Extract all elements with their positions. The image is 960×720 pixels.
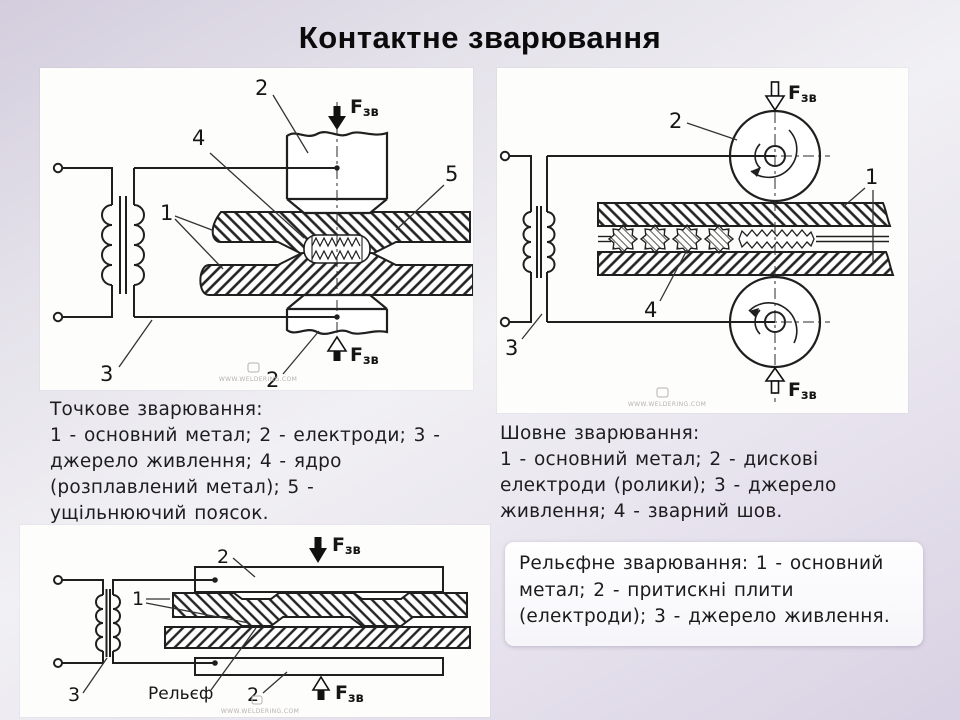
label-1: 1: [132, 588, 144, 610]
upper-press-plate: [194, 566, 444, 593]
caption-line: джерело живлення; 4 - ядро: [50, 451, 342, 472]
caption-line: 1 - основний метал; 2 - електроди; 3 -: [50, 425, 441, 446]
caption-line: живлення; 4 - зварний шов.: [500, 501, 783, 522]
transformer: [52, 162, 145, 323]
weld-force-arrow-bottom: [311, 675, 331, 700]
weld-force-arrow-bottom: [326, 335, 348, 361]
rotation-arrowhead: [751, 167, 761, 177]
relief-welding-diagram-panel: 2 1 3 Рельєф 2 Fзв Fзв WWW.WELDERING.COM: [20, 525, 490, 717]
watermark: WWW.WELDERING.COM: [221, 695, 299, 715]
secondary-wires: [134, 165, 340, 320]
watermark-text: WWW.WELDERING.COM: [221, 708, 299, 715]
weldering-logo-icon: [251, 695, 263, 705]
seam-welding-caption: Шовне зварювання: 1 - основний метал; 2 …: [500, 421, 836, 525]
force-label-bottom: Fзв: [335, 682, 364, 706]
label-3: 3: [68, 684, 80, 706]
label-2-top: 2: [217, 546, 229, 568]
caption-line: Шовне зварювання:: [500, 423, 700, 444]
part-number-labels: 2 4 5 1 3 2 Fзв Fзв: [100, 76, 458, 390]
watermark: WWW.WELDERING.COM: [219, 362, 297, 383]
caption-line: (розплавлений метал); 5 -: [50, 477, 314, 498]
leader-lines: [118, 94, 445, 375]
spot-welding-caption: Точкове зварювання: 1 - основний метал; …: [50, 397, 440, 527]
weld-force-arrow-bottom: [764, 366, 786, 394]
force-label-bottom: Fзв: [788, 379, 817, 403]
caption-line: електроди (ролики); 3 - джерело: [500, 475, 837, 496]
part-number-labels: 2 1 4 3 Fзв Fзв: [505, 82, 878, 403]
weld-force-arrow-top: [764, 81, 786, 112]
label-4: 4: [644, 298, 657, 322]
caption-line: ущільнюючий поясок.: [50, 503, 269, 524]
force-label-top: Fзв: [332, 534, 361, 558]
weld-force-arrow-top: [309, 537, 327, 563]
relief-label: Рельєф: [148, 684, 213, 704]
relief-welding-caption-box: Рельєфне зварювання: 1 - основний метал;…: [505, 542, 923, 646]
label-2-bottom: 2: [247, 684, 259, 706]
label-5: 5: [445, 162, 458, 186]
caption-line: Точкове зварювання:: [50, 399, 263, 420]
label-3: 3: [505, 336, 518, 360]
relief-welding-diagram: 2 1 3 Рельєф 2 Fзв Fзв WWW.WELDERING.COM: [53, 534, 471, 715]
label-1: 1: [865, 165, 878, 189]
caption-line: Рельєфне зварювання: 1 - основний: [519, 553, 884, 574]
force-label-bottom: Fзв: [350, 344, 379, 368]
weldering-logo-icon: [656, 387, 669, 398]
workpiece-sheets: [164, 592, 471, 649]
secondary-wires: [547, 155, 775, 323]
molten-zone: [738, 228, 815, 250]
leader-lines: [82, 557, 288, 694]
spot-welding-diagram: 2 4 5 1 3 2 Fзв Fзв WWW.WELDERING.COM: [52, 76, 473, 390]
part-number-labels: 2 1 3 Рельєф 2 Fзв Fзв: [68, 534, 364, 706]
label-1: 1: [160, 201, 173, 225]
weld-seam: [598, 224, 889, 254]
lower-electrode: [285, 293, 389, 335]
transformer: [53, 575, 218, 668]
leader-lines: [521, 122, 874, 340]
seam-welding-diagram: 2 1 4 3 Fзв Fзв WWW.WELDERING.COM: [499, 81, 895, 408]
caption-line: (електроди); 3 - джерело живлення.: [519, 606, 890, 627]
caption-line: метал; 2 - притискні плити: [519, 579, 794, 601]
force-label-top: Fзв: [788, 82, 817, 106]
weldering-logo-icon: [247, 362, 260, 373]
workpiece-sheets: [597, 202, 895, 276]
label-4: 4: [192, 126, 205, 150]
label-2-top: 2: [255, 76, 268, 100]
watermark-text: WWW.WELDERING.COM: [219, 376, 297, 383]
force-label-top: Fзв: [350, 96, 379, 120]
caption-line: 1 - основний метал; 2 - дискові: [500, 449, 819, 470]
watermark-text: WWW.WELDERING.COM: [628, 401, 706, 408]
label-2-bottom: 2: [266, 368, 279, 390]
page-title: Контактне зварювання: [298, 20, 662, 55]
label-3: 3: [100, 362, 113, 386]
transformer: [499, 150, 556, 328]
label-2: 2: [669, 109, 682, 133]
weld-force-arrow-top: [328, 106, 346, 130]
lower-press-plate: [194, 657, 444, 676]
watermark: WWW.WELDERING.COM: [628, 387, 706, 408]
spot-welding-diagram-panel: 2 4 5 1 3 2 Fзв Fзв WWW.WELDERING.COM: [40, 68, 473, 390]
seam-welding-diagram-panel: 2 1 4 3 Fзв Fзв WWW.WELDERING.COM: [497, 68, 908, 413]
